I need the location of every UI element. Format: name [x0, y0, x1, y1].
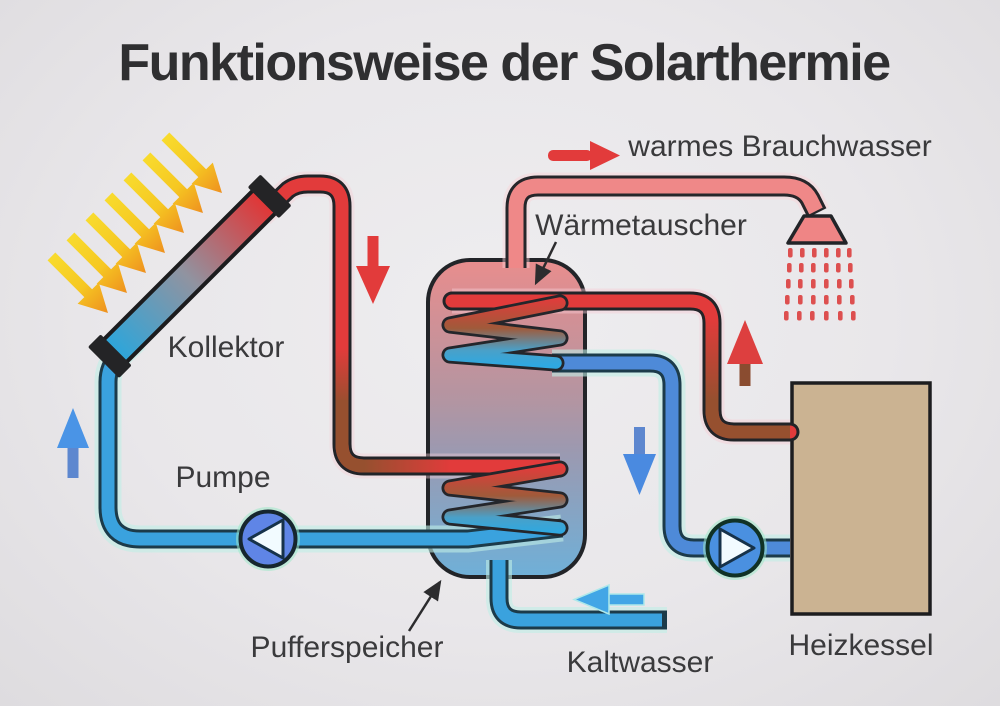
collector-end-cap — [88, 335, 131, 378]
label-heat-exchanger: Wärmetauscher — [535, 209, 747, 242]
sun-ray-arrow — [123, 172, 184, 233]
sun-ray-arrow — [66, 232, 127, 293]
shower-spray — [784, 248, 856, 321]
sun-ray-arrow — [47, 252, 108, 313]
heat-exchanger-coil-top — [441, 294, 569, 372]
sun-ray-arrow — [142, 152, 203, 213]
sun-ray-arrow — [85, 212, 146, 273]
sun-ray-arrow — [161, 132, 222, 193]
pointer-line-heat-exchanger — [534, 241, 558, 286]
flow-arrow-cold-water-left — [572, 583, 645, 616]
solar-collector — [88, 175, 291, 378]
flow-arrow-boiler-up — [727, 320, 763, 386]
boiler-supply-pipe — [442, 288, 800, 445]
sun-rays — [47, 132, 222, 313]
solar-pump-icon — [236, 507, 300, 571]
page-title: Funktionsweise der Solarthermie — [118, 34, 891, 92]
label-cold-water: Kaltwasser — [566, 646, 714, 679]
label-warm-water: warmes Brauchwasser — [628, 130, 932, 163]
flow-arrow-collector-up — [57, 408, 89, 478]
flow-arrow-warm-water-right — [548, 141, 620, 170]
boiler-return-pipe — [552, 349, 790, 562]
collector-end-cap — [248, 175, 291, 218]
flow-arrow-solar-down — [356, 236, 390, 304]
cold-water-pipe — [486, 560, 667, 633]
flow-arrow-boiler-return-down — [623, 427, 656, 495]
label-buffer-tank: Pufferspeicher — [250, 631, 444, 664]
warm-water-pipe — [502, 172, 830, 268]
label-collector: Kollektor — [167, 331, 285, 364]
label-pump: Pumpe — [175, 461, 271, 494]
sun-ray-arrow — [104, 192, 165, 253]
boiler-pump-icon — [703, 516, 767, 580]
boiler-box — [790, 381, 932, 616]
solar-hot-pipe — [253, 171, 560, 479]
heat-exchanger-coil-bottom — [441, 460, 569, 537]
pointer-line-buffer-tank — [407, 579, 442, 632]
shower-head-icon — [786, 214, 848, 245]
label-boiler: Heizkessel — [788, 629, 934, 662]
